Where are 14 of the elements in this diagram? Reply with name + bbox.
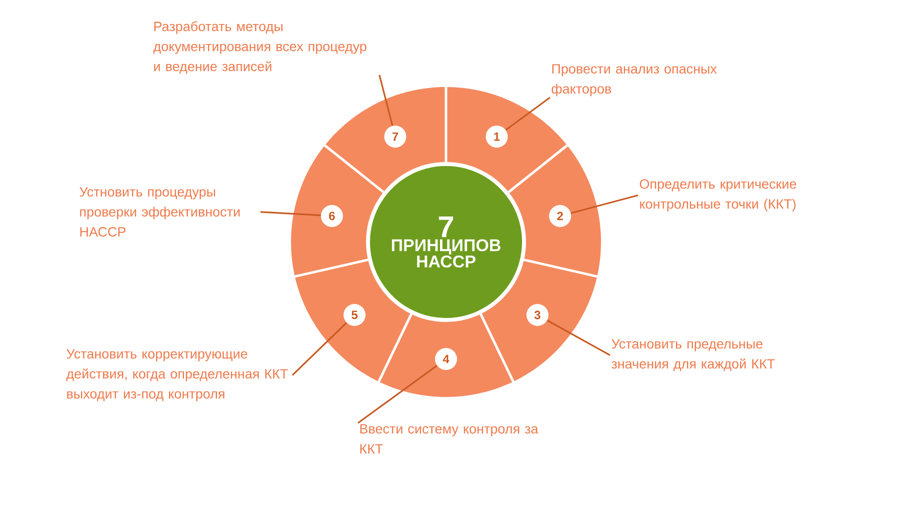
callout-text: Устновить процедуры проверки эффективности НАССР [80,187,240,237]
leader-line [570,194,638,214]
callout-text: Определить критические контрольные точки (ККТ) [640,179,796,212]
callout-text: Ввести систему контроля за ККТ [360,424,538,454]
leader-line [358,364,438,424]
leader-line [546,320,610,356]
callout-text: Разработать методы документирования всех процедур и ведение записей [153,21,366,74]
callout-text: Установить предельные значения для каждой ККТ [612,339,775,372]
callout-text: Установить корректирующие действия, когда определенная ККТ выходит из-под контроля [66,349,288,402]
leader-line [378,74,394,126]
leader-line [292,322,348,376]
leader-line [505,96,550,131]
leader-line [260,211,321,216]
callout-text: Провести анализ опасных факторов [552,64,717,96]
